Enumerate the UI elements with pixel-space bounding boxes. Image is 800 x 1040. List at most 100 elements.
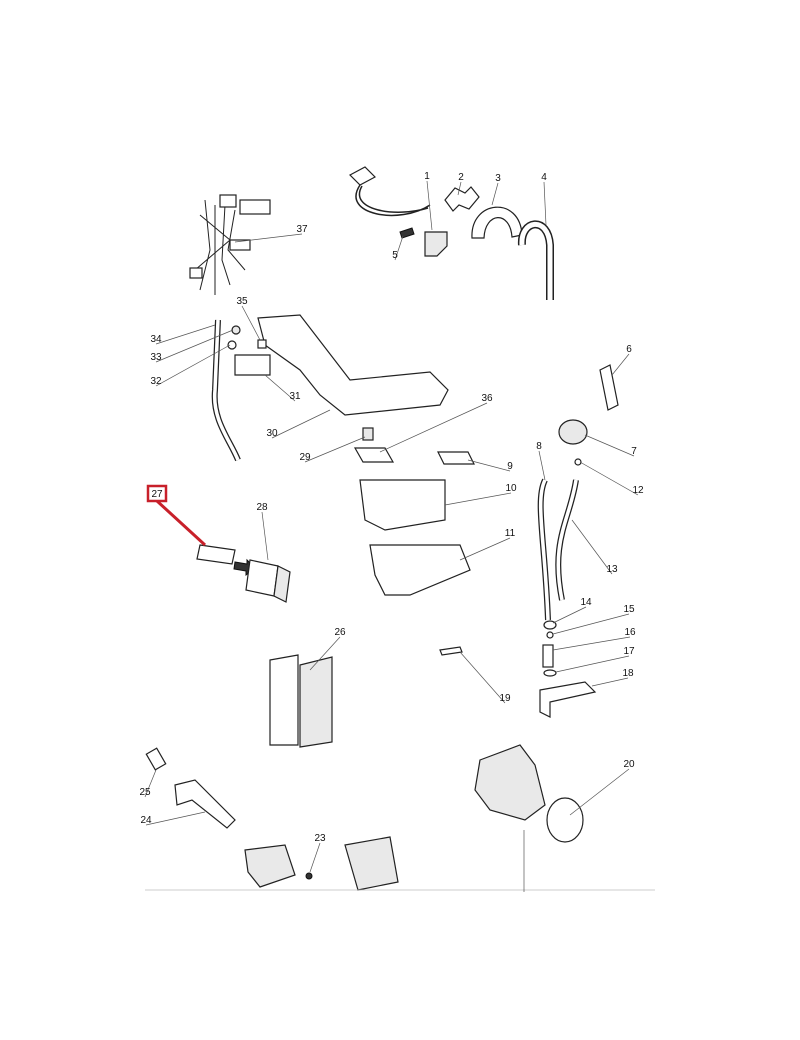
leader-line-18 xyxy=(591,677,629,687)
part-28-suppressor xyxy=(245,559,279,597)
part-6 xyxy=(599,364,619,411)
leader-line-36 xyxy=(379,402,488,453)
part-pressure-switch-7 xyxy=(558,419,588,445)
leader-line-2 xyxy=(457,181,462,196)
part-pump-filter-20 xyxy=(546,797,584,843)
part-label-24[interactable]: 24 xyxy=(140,815,152,826)
leader-line-28 xyxy=(261,511,269,561)
part-heater-18 xyxy=(539,681,597,718)
part-label-23[interactable]: 23 xyxy=(314,833,326,844)
leader-line-33 xyxy=(155,329,234,363)
part-drawer-10 xyxy=(359,479,446,531)
part-label-1[interactable]: 1 xyxy=(424,171,430,182)
leader-line-15 xyxy=(552,613,630,635)
part-33 xyxy=(231,325,241,335)
leader-line-4 xyxy=(543,181,547,226)
part-17 xyxy=(543,669,557,677)
part-label-3[interactable]: 3 xyxy=(495,173,501,184)
part-power-cord xyxy=(349,166,448,257)
part-label-16[interactable]: 16 xyxy=(624,627,636,638)
leader-line-24 xyxy=(145,811,206,826)
part-motor-brush xyxy=(244,844,296,888)
part-26-board xyxy=(299,656,333,748)
part-label-28[interactable]: 28 xyxy=(256,502,268,513)
part-label-18[interactable]: 18 xyxy=(622,668,634,679)
part-label-10[interactable]: 10 xyxy=(505,483,517,494)
part-35 xyxy=(257,339,267,349)
part-label-34[interactable]: 34 xyxy=(150,334,162,345)
leader-line-19 xyxy=(459,651,506,704)
part-label-37[interactable]: 37 xyxy=(296,224,308,235)
part-label-9[interactable]: 9 xyxy=(507,461,513,472)
leader-line-12 xyxy=(579,461,639,496)
part-label-2[interactable]: 2 xyxy=(458,172,464,183)
leader-line-20 xyxy=(569,768,630,816)
leader-line-26 xyxy=(309,636,341,671)
leader-line-1 xyxy=(426,180,433,231)
part-motor-brush-2 xyxy=(344,836,399,891)
leader-line-35 xyxy=(241,305,261,341)
part-label-36[interactable]: 36 xyxy=(481,393,493,404)
part-label-13[interactable]: 13 xyxy=(606,564,618,575)
part-label-32[interactable]: 32 xyxy=(150,376,162,387)
leader-line-32 xyxy=(155,344,231,387)
part-label-11[interactable]: 11 xyxy=(505,528,516,539)
part-label-4[interactable]: 4 xyxy=(541,172,547,183)
part-label-15[interactable]: 15 xyxy=(623,604,635,615)
leader-line-5 xyxy=(394,235,404,261)
part-label-19[interactable]: 19 xyxy=(499,693,511,704)
part-screw-23 xyxy=(305,872,313,880)
part-tray-11 xyxy=(369,544,471,596)
part-heating-element-24 xyxy=(174,779,236,829)
leader-line-13 xyxy=(571,519,613,575)
part-label-33[interactable]: 33 xyxy=(150,352,162,363)
leader-line-17 xyxy=(555,655,630,673)
leader-line-14 xyxy=(552,606,587,624)
part-label-20[interactable]: 20 xyxy=(623,759,635,770)
part-29 xyxy=(362,427,374,441)
part-label-29[interactable]: 29 xyxy=(299,452,311,463)
leader-line-27 xyxy=(155,499,207,547)
part-drain-pump xyxy=(474,744,546,821)
leader-line-34 xyxy=(155,324,216,345)
leader-line-7 xyxy=(584,434,635,457)
leader-line-16 xyxy=(552,636,631,651)
leader-line-3 xyxy=(491,182,499,206)
part-label-35[interactable]: 35 xyxy=(236,296,248,307)
leader-line-9 xyxy=(467,459,511,472)
part-label-12[interactable]: 12 xyxy=(632,485,644,496)
part-label-5[interactable]: 5 xyxy=(392,250,398,261)
leader-line-30 xyxy=(271,409,331,439)
part-label-30[interactable]: 30 xyxy=(266,428,278,439)
part-15 xyxy=(546,631,554,639)
part-36-cap xyxy=(353,447,395,463)
part-label-14[interactable]: 14 xyxy=(580,597,592,608)
leader-line-6 xyxy=(611,353,630,376)
part-27-filter-board xyxy=(196,544,236,565)
leader-line-31 xyxy=(264,374,296,402)
leader-line-25 xyxy=(144,769,157,798)
part-screw-5 xyxy=(399,227,415,239)
part-label-6[interactable]: 6 xyxy=(626,344,632,355)
part-label-26[interactable]: 26 xyxy=(334,627,346,638)
part-label-27[interactable]: 27 xyxy=(151,489,163,500)
part-dispenser-housing xyxy=(257,314,449,416)
part-31 xyxy=(234,354,271,376)
part-9 xyxy=(437,451,475,465)
part-16 xyxy=(542,644,554,668)
parts-drawings xyxy=(145,166,655,892)
part-label-8[interactable]: 8 xyxy=(536,441,542,452)
part-hose-guide-3 xyxy=(471,206,523,239)
part-label-17[interactable]: 17 xyxy=(623,646,635,657)
leader-line-8 xyxy=(538,450,546,481)
part-label-25[interactable]: 25 xyxy=(139,787,151,798)
leader-line-10 xyxy=(444,492,512,506)
part-label-31[interactable]: 31 xyxy=(289,391,301,402)
part-12 xyxy=(574,458,582,466)
leader-lines xyxy=(144,180,639,873)
leader-line-23 xyxy=(309,842,321,873)
part-label-7[interactable]: 7 xyxy=(631,446,637,457)
part-26-board-cover xyxy=(269,654,299,746)
